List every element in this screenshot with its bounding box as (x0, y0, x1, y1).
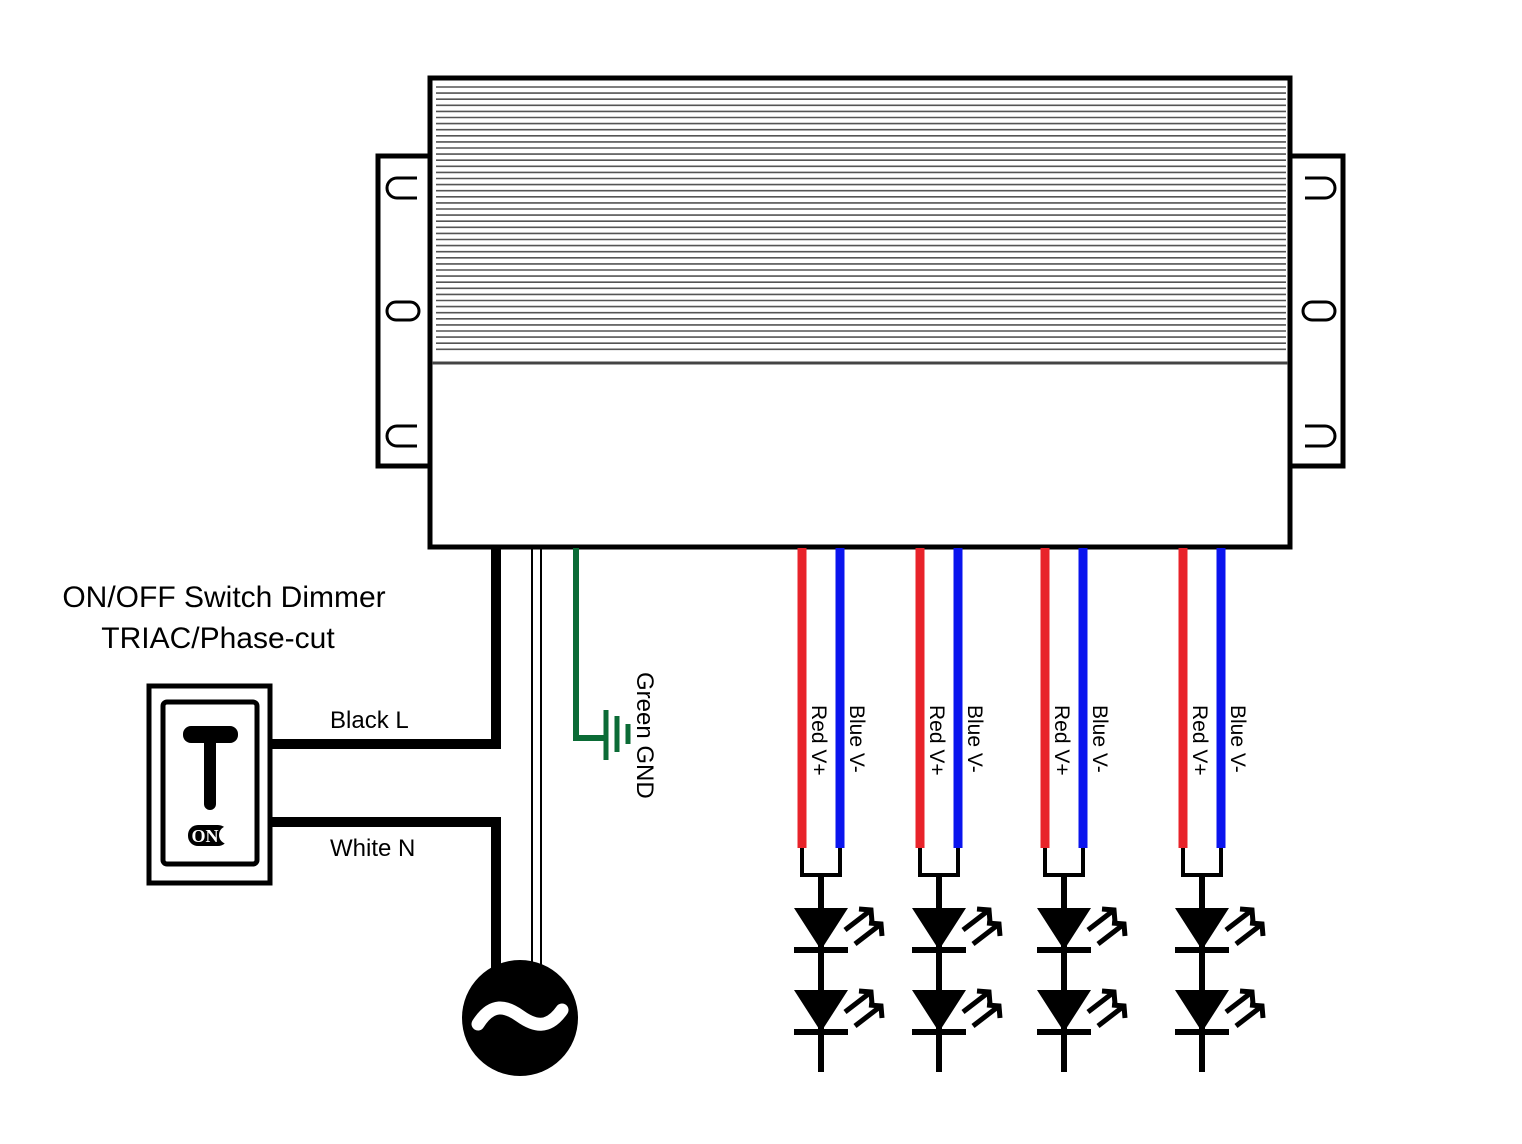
bracket-slot (1305, 176, 1337, 200)
left-mounting-bracket (375, 153, 439, 469)
blue-negative-label: Blue V- (963, 705, 986, 773)
led-diode-icon (1037, 906, 1128, 953)
blue-negative-label: Blue V- (845, 705, 868, 773)
lead-joiner (1043, 848, 1085, 877)
lead-joiner (800, 848, 842, 877)
neutral-feed-wire (531, 548, 542, 968)
led-channel: Red V+ Blue V- (912, 548, 1003, 1072)
led-channel: Red V+ Blue V- (1037, 548, 1128, 1072)
led-diode-icon (912, 906, 1003, 953)
lead-joiner (918, 848, 960, 877)
led-channels: Red V+Blue V-Red V+Blue V-Red V+Blue V-R… (794, 548, 1266, 1072)
black-line-wire (270, 548, 501, 749)
wall-switch: ON (146, 683, 273, 886)
led-diode-icon (1175, 988, 1266, 1035)
bracket-slot (1305, 424, 1337, 448)
driver-housing (427, 75, 1293, 550)
led-diode-icon (794, 906, 885, 953)
switch-on-label: ON (192, 826, 219, 846)
bracket-slot (385, 300, 421, 322)
bracket-slot (1301, 300, 1337, 322)
led-diode-icon (1037, 988, 1128, 1035)
white-n-label: White N (330, 835, 415, 862)
blue-negative-label: Blue V- (1088, 705, 1111, 773)
bracket-slot (385, 424, 417, 448)
blue-negative-label: Blue V- (1226, 705, 1249, 773)
switch-title-line1: ON/OFF Switch Dimmer (62, 581, 385, 614)
led-diode-icon (794, 988, 885, 1035)
switch-on-plate: ON (188, 825, 237, 846)
green-gnd-label: Green GND (631, 672, 658, 799)
switch-title-line2: TRIAC/Phase-cut (101, 622, 335, 655)
ground-symbol-icon (603, 710, 631, 760)
lead-joiner (1181, 848, 1223, 877)
black-l-label: Black L (330, 707, 409, 734)
led-diode-icon (912, 988, 1003, 1035)
led-channel: Red V+ Blue V- (794, 548, 885, 1072)
ground-wire (573, 548, 604, 741)
red-positive-label: Red V+ (1188, 705, 1211, 776)
ac-source-icon (462, 960, 578, 1076)
red-positive-label: Red V+ (925, 705, 948, 776)
red-positive-label: Red V+ (807, 705, 830, 776)
toggle-lever-icon (183, 726, 238, 810)
led-diode-icon (1175, 906, 1266, 953)
right-mounting-bracket (1283, 153, 1346, 469)
white-neutral-wire (270, 817, 501, 975)
bracket-slot (385, 176, 417, 200)
red-positive-label: Red V+ (1050, 705, 1073, 776)
heatsink-fins (436, 86, 1286, 351)
led-channel: Red V+ Blue V- (1175, 548, 1266, 1072)
